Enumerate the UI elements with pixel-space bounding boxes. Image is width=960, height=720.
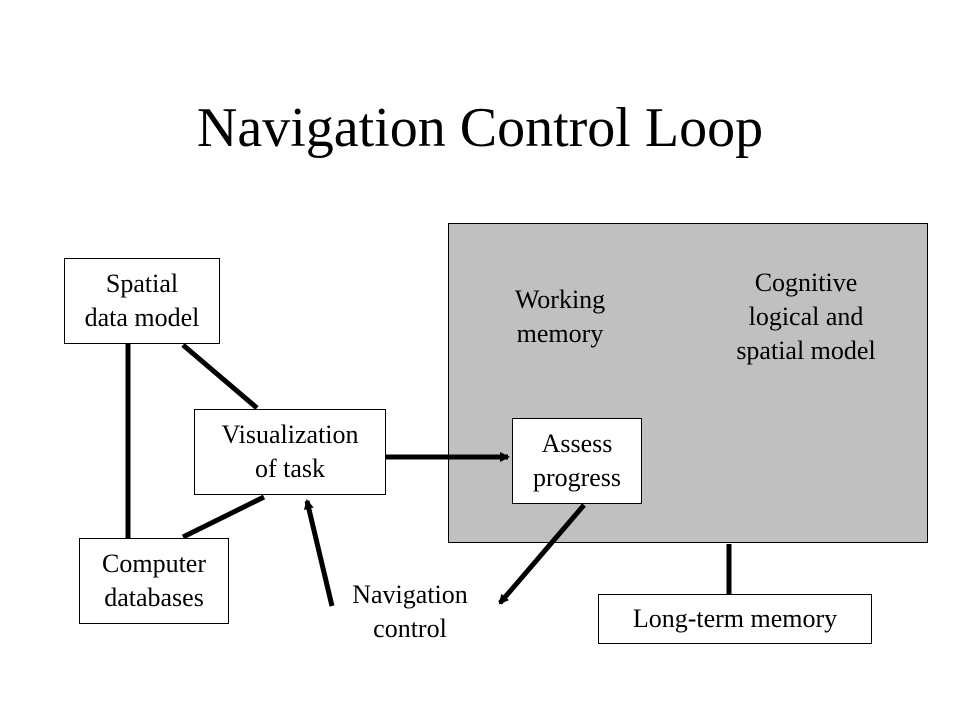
long-term-memory-box: Long-term memory (598, 594, 872, 644)
computer-databases-label: Computer databases (102, 549, 206, 612)
assess-progress-box: Assess progress (512, 418, 642, 504)
computer-databases-box: Computer databases (79, 538, 229, 624)
assess-progress-label: Assess progress (532, 429, 622, 492)
spatial-data-model-box: Spatial data model (64, 258, 220, 344)
slide-title: Navigation Control Loop (196, 97, 764, 159)
visualization-of-task-box: Visualization of task (194, 409, 386, 495)
spatial-data-model-label: Spatial data model (84, 269, 200, 332)
arrow-navigation-to-visualization (303, 499, 335, 607)
line-spatial-to-visualization (181, 343, 259, 410)
working-memory-label: Working memory (514, 285, 606, 348)
visualization-of-task-label: Visualization of task (221, 420, 359, 483)
navigation-control-label: Navigation control (352, 580, 468, 643)
long-term-memory-label: Long-term memory (632, 604, 838, 633)
cognitive-model-label: Cognitive logical and spatial model (736, 268, 876, 365)
line-databases-to-visualization (181, 494, 266, 540)
arrow-assess-to-navigation (498, 503, 586, 605)
